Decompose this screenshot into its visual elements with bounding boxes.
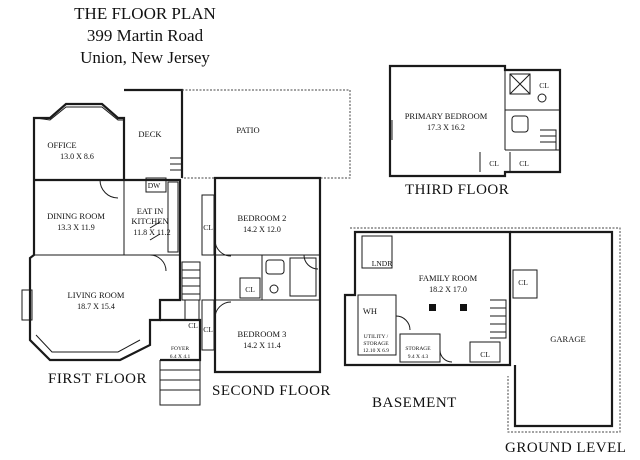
third-floor-plan: PRIMARY BEDROOM 17.3 X 16.2 CL CL CL bbox=[388, 64, 562, 178]
bath-sink bbox=[265, 259, 285, 275]
plan-title: THE FLOOR PLAN bbox=[74, 4, 216, 23]
second-floor-plan: BEDROOM 2 14.2 X 12.0 BEDROOM 3 14.2 X 1… bbox=[201, 176, 322, 374]
primary-shower-x bbox=[509, 73, 531, 95]
office-bay-window bbox=[35, 106, 124, 121]
storage-door-arc bbox=[439, 349, 453, 363]
bath-tub bbox=[289, 257, 317, 297]
support-post-2 bbox=[460, 304, 467, 311]
garage-label: GARAGE bbox=[550, 334, 585, 344]
first-floor-label: FIRST FLOOR bbox=[48, 371, 148, 387]
eat-in-label-1: EAT IN bbox=[137, 206, 164, 216]
laundry-room bbox=[361, 235, 393, 269]
living-room-dims: 18.7 X 15.4 bbox=[77, 302, 115, 311]
utility-door-arc bbox=[395, 315, 411, 331]
bath-toilet bbox=[269, 284, 279, 294]
bedroom3-name: BEDROOM 3 bbox=[238, 329, 287, 339]
third-floor-stairs bbox=[540, 129, 557, 151]
living-bay-window bbox=[35, 334, 141, 353]
foyer-name: FOYER bbox=[171, 346, 189, 352]
garage-walls bbox=[510, 230, 614, 428]
primary-bedroom-dims: 17.3 X 16.2 bbox=[427, 123, 465, 132]
bedroom2-closet-label: CL bbox=[203, 223, 213, 232]
utility-dims: 12.10 X 6.9 bbox=[363, 348, 389, 354]
foyer-outline bbox=[160, 318, 202, 362]
living-room-name: LIVING ROOM bbox=[68, 290, 125, 300]
bedroom2-closet bbox=[201, 194, 215, 256]
kitchen-door-arc bbox=[149, 254, 167, 272]
deck-label: DECK bbox=[138, 129, 162, 139]
dining-room-name: DINING ROOM bbox=[47, 211, 105, 221]
support-post-1 bbox=[429, 304, 436, 311]
kitchen-fixtures bbox=[149, 221, 161, 241]
basement-stairs bbox=[490, 299, 507, 339]
bedroom2-name: BEDROOM 2 bbox=[238, 213, 287, 223]
bedroom2-door-arc bbox=[214, 239, 232, 257]
storage-closet bbox=[469, 341, 501, 363]
primary-shower bbox=[509, 73, 531, 95]
patio-outline bbox=[182, 89, 351, 179]
storage-closet-label: CL bbox=[480, 350, 490, 359]
storage-room bbox=[399, 333, 441, 363]
hall-closet bbox=[239, 277, 261, 299]
dw-label: DW bbox=[148, 181, 161, 190]
basement-label: BASEMENT bbox=[372, 395, 457, 411]
basement-closet bbox=[512, 269, 538, 299]
foyer-dims: 6.4 X 4.1 bbox=[170, 354, 191, 360]
ground-level-label: GROUND LEVEL bbox=[505, 440, 627, 456]
third-floor-closet-label-2: CL bbox=[519, 159, 529, 168]
dining-room-dims: 13.3 X 11.9 bbox=[57, 223, 94, 232]
foyer-closet-label: CL bbox=[188, 321, 198, 330]
bedroom2-dims: 14.2 X 12.0 bbox=[243, 225, 281, 234]
primary-sink bbox=[511, 115, 529, 133]
storage-name: STORAGE bbox=[405, 346, 431, 352]
eat-in-label-2: KITCHEN bbox=[131, 216, 168, 226]
bath-door-arc bbox=[303, 254, 319, 270]
city-state: Union, New Jersey bbox=[80, 48, 210, 67]
laundry-label: LNDR bbox=[372, 259, 392, 268]
third-floor-label: THIRD FLOOR bbox=[405, 182, 510, 198]
family-room-dims: 18.2 X 17.0 bbox=[429, 285, 467, 294]
dw-box bbox=[145, 177, 167, 193]
hall-closet-label: CL bbox=[245, 285, 255, 294]
first-floor-outline bbox=[28, 178, 182, 362]
fireplace bbox=[21, 289, 33, 321]
street-address: 399 Martin Road bbox=[86, 26, 204, 45]
third-floor-closet-label-1: CL bbox=[489, 159, 499, 168]
primary-bath-closet-label: CL bbox=[539, 81, 549, 90]
bedroom3-closet bbox=[201, 299, 215, 351]
first-floor-plan: OFFICE 13.0 X 8.6 DECK PATIO DINING ROOM… bbox=[21, 88, 351, 406]
utility-name-2: STORAGE bbox=[363, 341, 389, 347]
bedroom3-closet-label: CL bbox=[203, 325, 213, 334]
primary-bath-walls bbox=[504, 70, 560, 151]
basement-closet-label: CL bbox=[518, 278, 528, 287]
ground-level-outline bbox=[350, 227, 621, 433]
office-room-name: OFFICE bbox=[47, 140, 76, 150]
basement-plan: FAMILY ROOM 18.2 X 17.0 LNDR WH UTILITY … bbox=[343, 227, 621, 433]
patio-label: PATIO bbox=[236, 125, 259, 135]
water-heater-label: WH bbox=[363, 306, 377, 316]
bedroom3-dims: 14.2 X 11.4 bbox=[243, 341, 280, 350]
deck-steps bbox=[170, 157, 182, 171]
primary-bedroom-name: PRIMARY BEDROOM bbox=[405, 111, 488, 121]
office-room-dims: 13.0 X 8.6 bbox=[60, 152, 94, 161]
bedroom3-door-arc bbox=[214, 301, 232, 319]
foyer-closet bbox=[184, 299, 200, 321]
third-floor-outline bbox=[388, 64, 562, 178]
office-door-arc bbox=[99, 179, 119, 199]
front-steps bbox=[159, 360, 201, 406]
first-floor-stairs bbox=[181, 261, 201, 301]
second-floor-label: SECOND FLOOR bbox=[212, 383, 331, 399]
second-floor-outline bbox=[213, 176, 322, 374]
utility-room bbox=[357, 294, 397, 356]
utility-name-1: UTILITY / bbox=[364, 334, 389, 340]
primary-toilet bbox=[537, 93, 547, 103]
kitchen-counter bbox=[167, 181, 179, 253]
family-room-name: FAMILY ROOM bbox=[419, 273, 478, 283]
eat-in-dims: 11.8 X 11.2 bbox=[133, 228, 170, 237]
third-floor-closets bbox=[479, 152, 511, 172]
storage-dims: 9.4 X 4.3 bbox=[408, 354, 429, 360]
